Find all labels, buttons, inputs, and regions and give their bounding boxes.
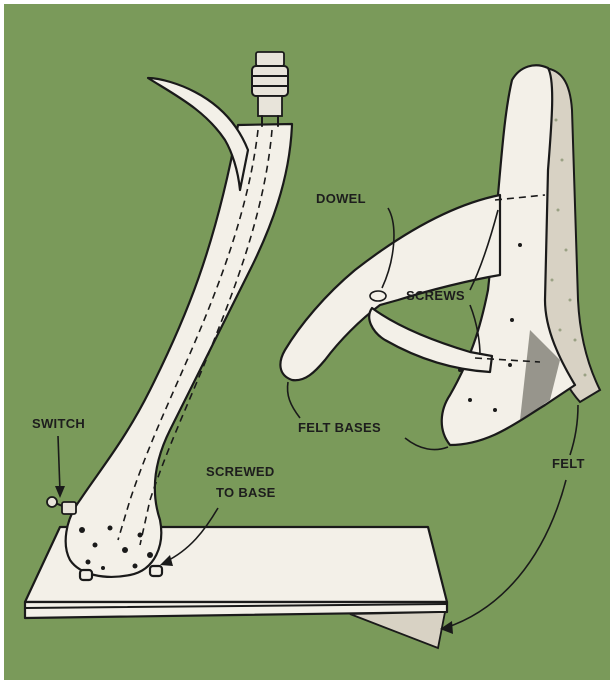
label-screwed-line2: TO BASE	[216, 485, 276, 500]
label-screws: SCREWS	[406, 288, 465, 303]
dowel-hole	[370, 291, 386, 301]
label-felt: FELT	[552, 456, 585, 471]
lamp-socket-icon	[252, 52, 288, 126]
label-felt-bases: FELT BASES	[298, 420, 381, 435]
label-screwed-line1: SCREWED	[206, 464, 275, 479]
label-switch: SWITCH	[32, 416, 85, 431]
label-dowel: DOWEL	[316, 191, 366, 206]
